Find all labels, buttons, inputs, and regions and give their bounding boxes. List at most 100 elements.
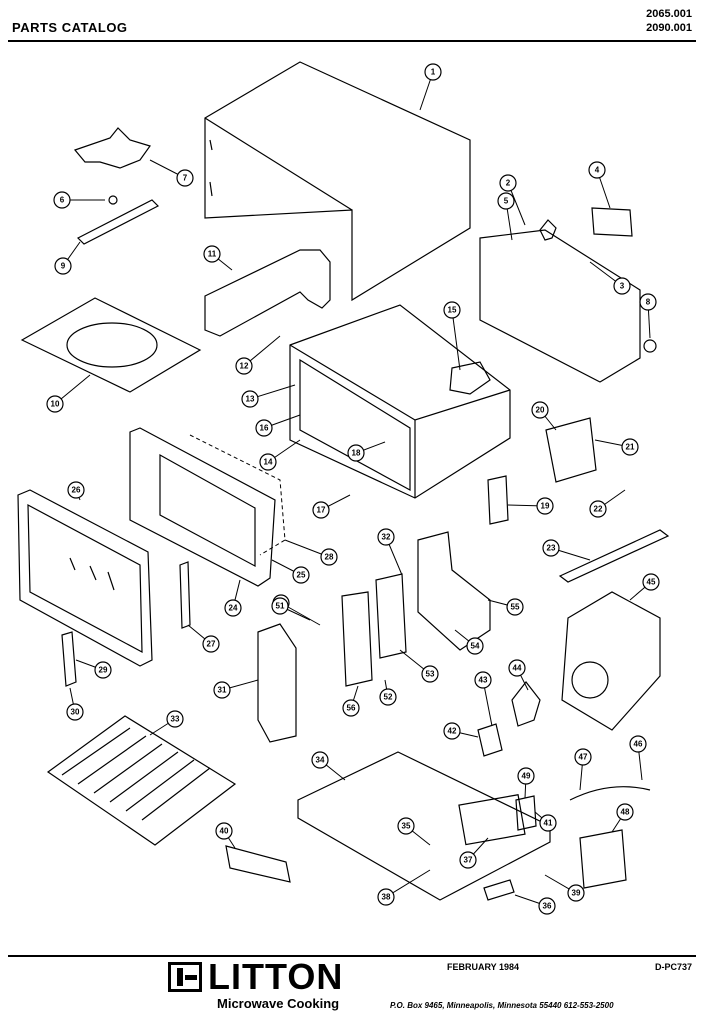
callout-32: 32 xyxy=(377,528,403,576)
company-address: P.O. Box 9465, Minneapolis, Minnesota 55… xyxy=(390,1001,614,1010)
callout-17: 17 xyxy=(312,494,351,519)
callout-number: 52 xyxy=(384,693,393,702)
callout-number: 20 xyxy=(536,406,545,415)
stirrer-cover xyxy=(20,297,202,393)
callout-number: 12 xyxy=(240,362,249,371)
callout-number: 42 xyxy=(448,727,457,736)
capacitor xyxy=(515,795,537,831)
callout-number: 3 xyxy=(620,282,625,291)
callout-46: 46 xyxy=(629,735,647,781)
callout-29: 29 xyxy=(75,659,112,679)
callout-5: 5 xyxy=(497,192,515,241)
callout-number: 49 xyxy=(522,772,531,781)
stirrer-blade xyxy=(73,127,151,169)
callout-number: 32 xyxy=(382,533,391,542)
door-frame xyxy=(129,427,286,587)
callout-number: 53 xyxy=(426,670,435,679)
callout-number: 40 xyxy=(220,827,229,836)
callout-number: 44 xyxy=(513,664,522,673)
callout-number: 54 xyxy=(471,642,480,651)
callout-35: 35 xyxy=(397,817,431,846)
callout-14: 14 xyxy=(259,439,301,471)
callout-number: 34 xyxy=(316,756,325,765)
litton-logo: LITTON xyxy=(168,959,343,995)
callout-number: 47 xyxy=(579,753,588,762)
warning-label xyxy=(225,845,291,883)
callout-13: 13 xyxy=(241,384,296,408)
callout-30: 30 xyxy=(66,687,84,721)
callout-number: 27 xyxy=(207,640,216,649)
callout-number: 35 xyxy=(402,822,411,831)
rear-panel xyxy=(479,229,641,383)
callout-number: 16 xyxy=(260,424,269,433)
callout-number: 7 xyxy=(183,174,188,183)
callout-number: 55 xyxy=(511,603,520,612)
callout-26: 26 xyxy=(67,481,85,501)
thermostat xyxy=(477,723,503,757)
callout-7: 7 xyxy=(149,159,194,187)
callout-43: 43 xyxy=(474,671,493,727)
callout-34: 34 xyxy=(311,751,346,781)
transformer xyxy=(579,829,627,889)
callout-25: 25 xyxy=(271,559,310,584)
callout-54: 54 xyxy=(454,629,484,655)
magnetron xyxy=(545,417,597,483)
callout-number: 19 xyxy=(541,502,550,511)
callout-39: 39 xyxy=(544,874,585,902)
callout-number: 8 xyxy=(646,298,651,307)
callout-9: 9 xyxy=(54,241,81,275)
callout-number: 5 xyxy=(504,197,509,206)
callout-number: 23 xyxy=(547,544,556,553)
callout-number: 24 xyxy=(229,604,238,613)
callout-40: 40 xyxy=(215,822,236,849)
oven-cavity xyxy=(289,304,511,499)
base-plate xyxy=(297,751,551,901)
callout-19: 19 xyxy=(507,497,554,515)
callout-number: 15 xyxy=(448,306,457,315)
callout-2: 2 xyxy=(499,174,526,226)
callout-53: 53 xyxy=(399,649,439,683)
callout-16: 16 xyxy=(255,414,301,437)
footer-rule xyxy=(8,955,696,957)
litton-logo-icon xyxy=(168,962,202,992)
callout-27: 27 xyxy=(187,624,220,653)
callout-number: 33 xyxy=(171,715,180,724)
callout-8: 8 xyxy=(639,293,657,339)
callout-number: 14 xyxy=(264,458,273,467)
callout-number: 13 xyxy=(246,395,255,404)
callout-number: 43 xyxy=(479,676,488,685)
stirrer-bracket xyxy=(76,199,160,245)
callout-number: 10 xyxy=(51,400,60,409)
header-rule xyxy=(8,40,696,42)
callout-31: 31 xyxy=(213,679,259,699)
trim-strip xyxy=(558,529,670,583)
callout-number: 21 xyxy=(626,443,635,452)
callout-3: 3 xyxy=(589,261,631,295)
catalog-code: D-PC737 xyxy=(654,962,692,972)
door-panel xyxy=(17,489,153,667)
callout-number: 18 xyxy=(352,449,361,458)
callout-number: 30 xyxy=(71,708,80,717)
outer-cabinet xyxy=(204,61,471,302)
callout-33: 33 xyxy=(149,710,184,736)
callout-11: 11 xyxy=(203,245,233,271)
oven-tray xyxy=(46,715,237,846)
callout-number: 39 xyxy=(572,889,581,898)
lamp xyxy=(539,219,557,241)
callout-number: 1 xyxy=(431,68,436,77)
callout-4: 4 xyxy=(588,161,611,209)
callout-38: 38 xyxy=(377,869,431,906)
hinge-part xyxy=(61,631,77,687)
callout-number: 25 xyxy=(297,571,306,580)
callout-44: 44 xyxy=(508,659,529,691)
callout-number: 36 xyxy=(543,902,552,911)
callout-15: 15 xyxy=(443,301,461,371)
diode xyxy=(483,879,515,901)
callout-28: 28 xyxy=(284,539,338,566)
screw-part xyxy=(108,195,118,205)
callout-number: 17 xyxy=(317,506,326,515)
callout-number: 31 xyxy=(218,686,227,695)
door-handle xyxy=(257,623,297,743)
callout-56: 56 xyxy=(342,685,360,717)
